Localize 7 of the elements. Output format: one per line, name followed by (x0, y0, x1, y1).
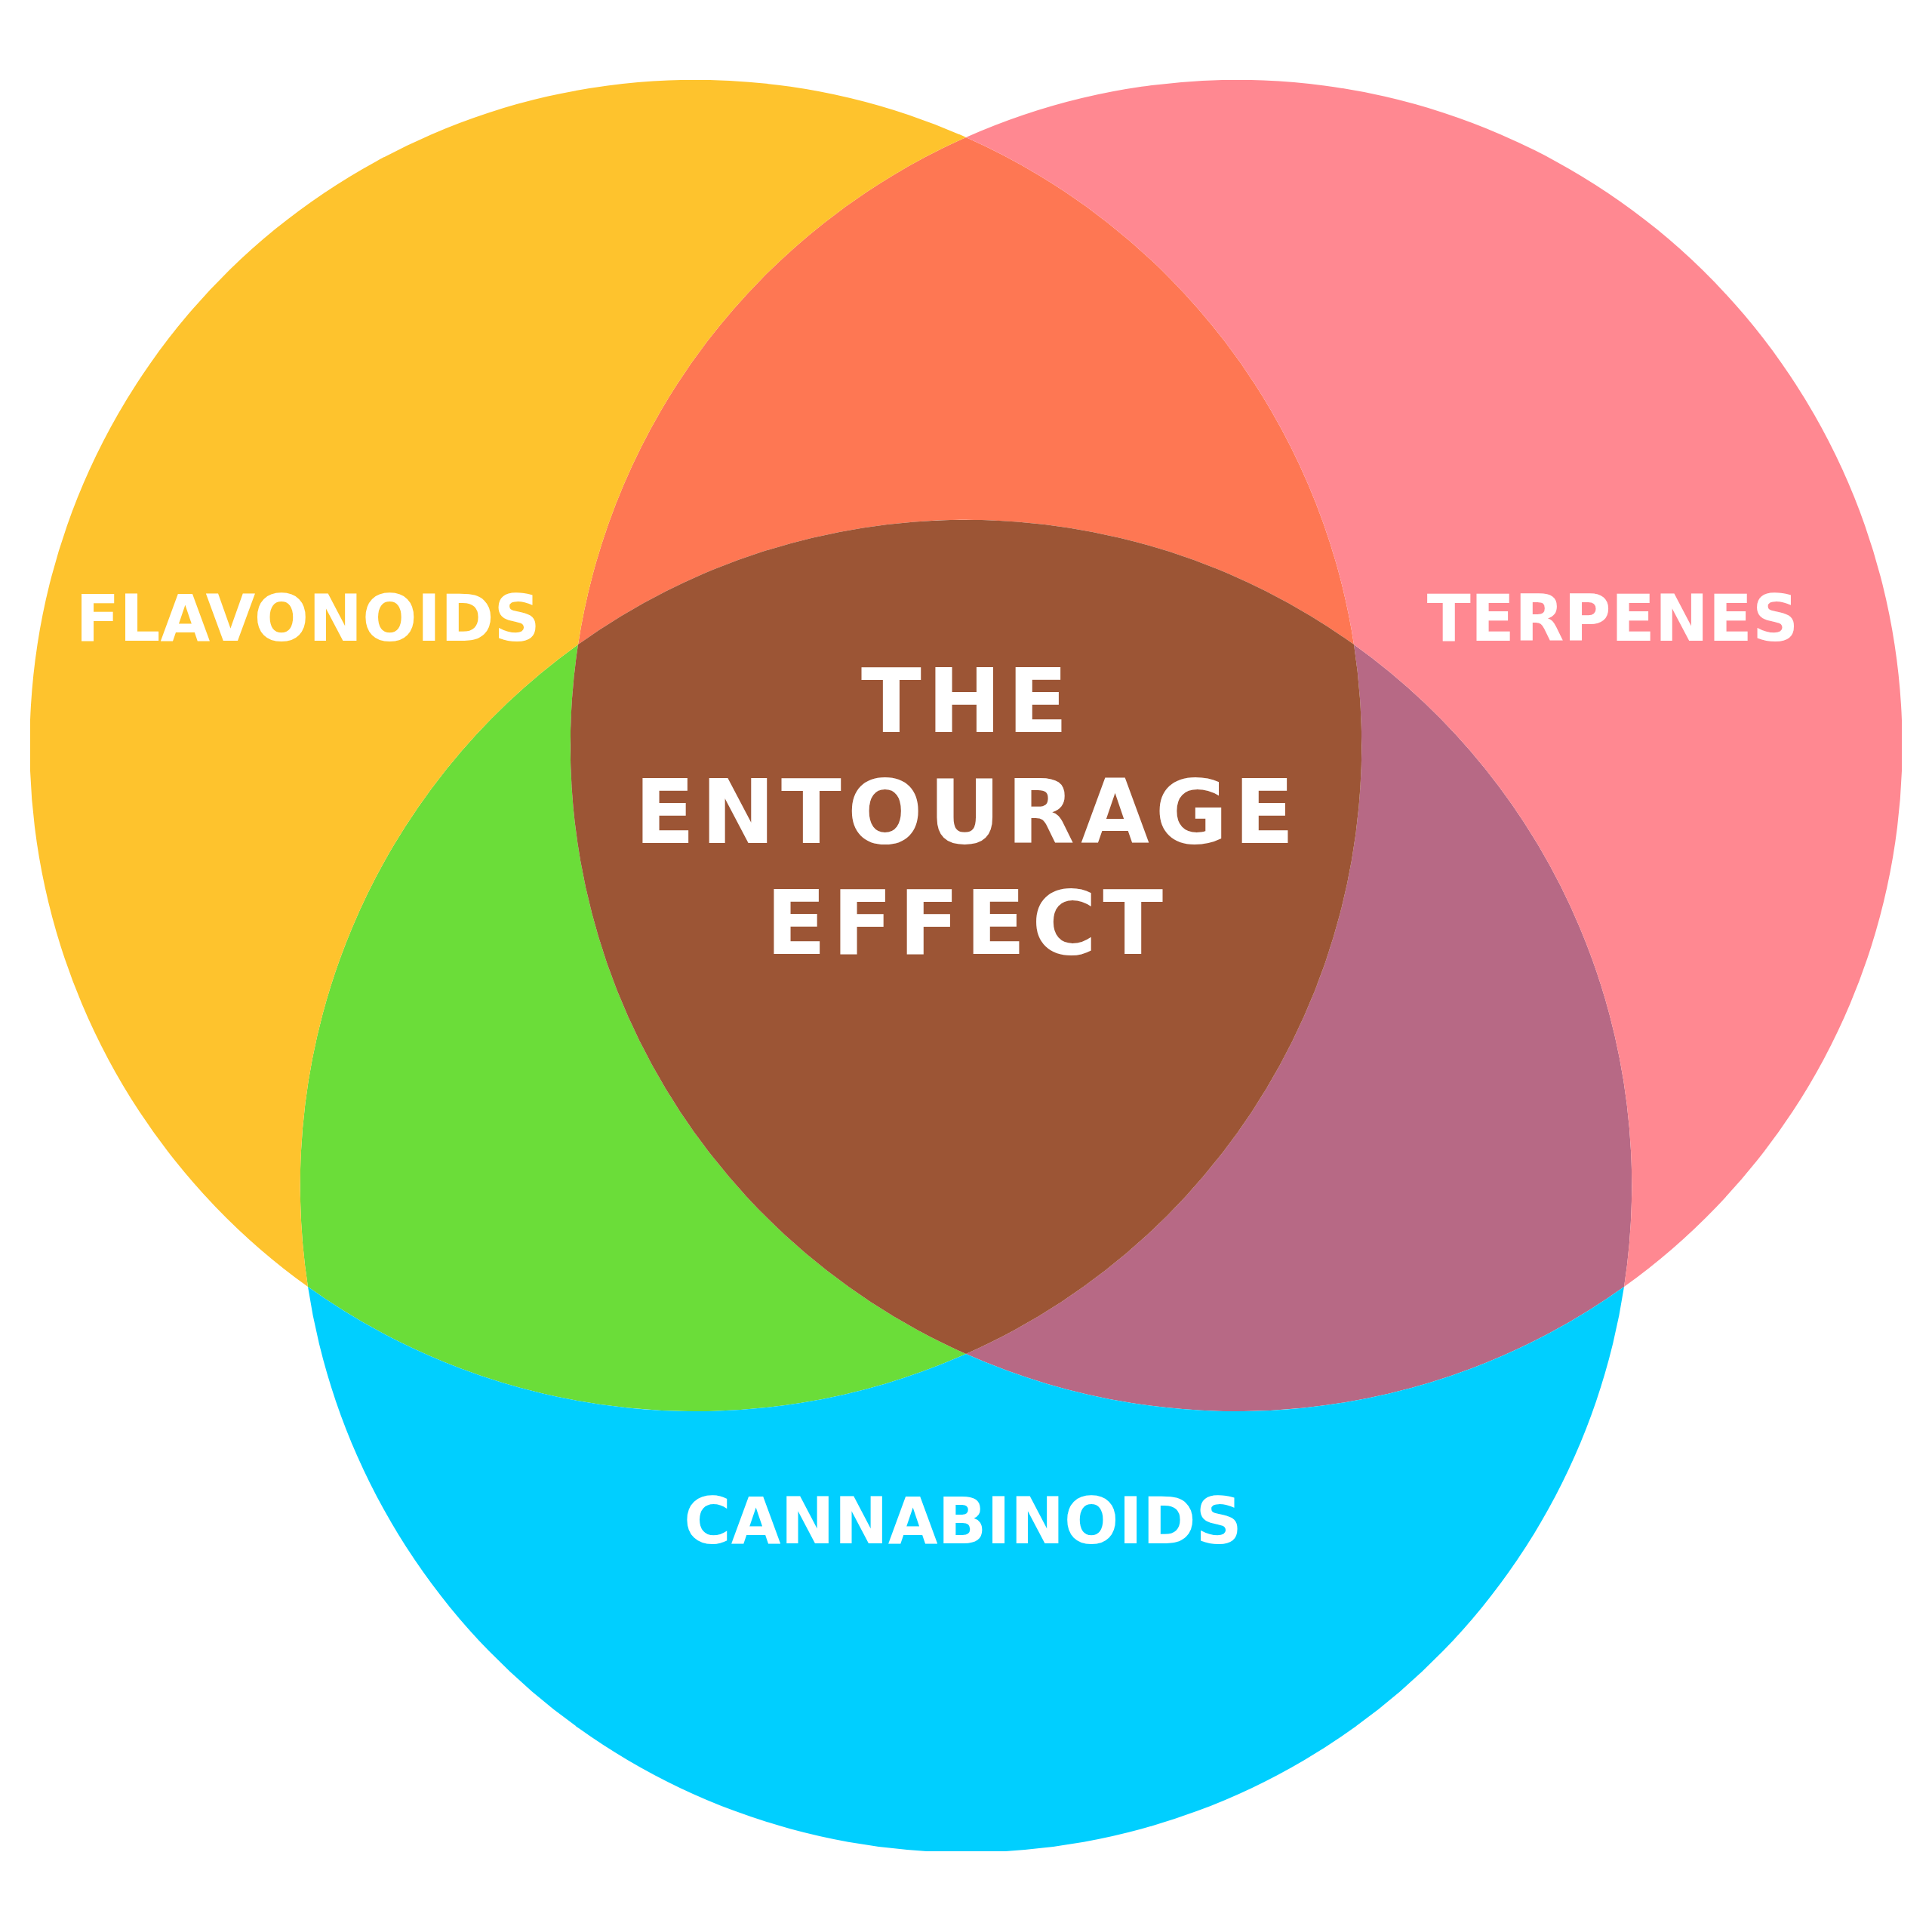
region-label: FLAVONOIDS (75, 581, 541, 657)
set-region (308, 1287, 1624, 1851)
overlap-region (578, 137, 1354, 645)
center-label: THE ENTOURAGE EFFECT (633, 648, 1302, 977)
region-label: CANNABINOIDS (683, 1484, 1243, 1559)
region-label: TERPENES (1426, 581, 1800, 657)
central-overlap-region (571, 520, 1361, 1354)
